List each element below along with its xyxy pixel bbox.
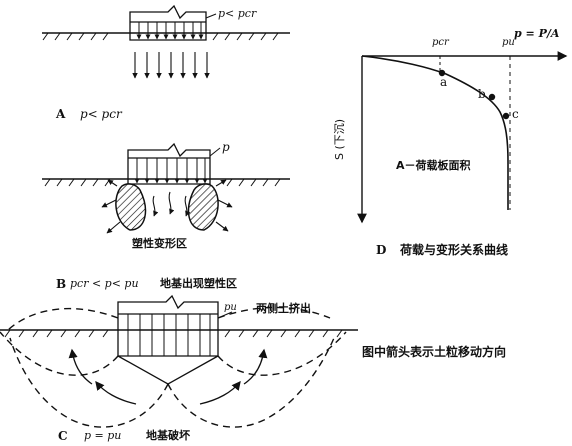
- soil-movement-arrows: [68, 348, 268, 405]
- pressure-lines: [127, 314, 211, 356]
- point-a-marker: [438, 69, 446, 77]
- pressure-arrows: [136, 22, 204, 40]
- load-settlement-curve: [361, 55, 509, 210]
- panel-c-figure: [0, 294, 358, 428]
- point-c-marker: [502, 112, 510, 120]
- ground-hatch: [4, 329, 343, 338]
- panel-d-figure: [357, 51, 568, 224]
- panel-a-letter: A: [56, 107, 66, 121]
- panel-c-load-tag: pu: [224, 302, 237, 313]
- load-plate: [127, 142, 211, 185]
- rigid-wedge: [117, 355, 219, 385]
- panel-b-caption: 地基出现塑性区: [160, 277, 237, 290]
- panel-a-load-tag: p< pcr: [218, 7, 257, 20]
- plastic-zone-left: [115, 183, 147, 231]
- x-axis-label: p = P/A: [514, 27, 560, 40]
- arrow-legend-note: 图中箭头表示土粒移动方向: [362, 345, 507, 359]
- load-plate: [129, 4, 207, 41]
- pu-label: pu: [502, 37, 515, 48]
- ground-hatch: [42, 32, 279, 41]
- panel-b-load-tag: p: [222, 140, 230, 154]
- point-c-label: c: [512, 107, 519, 121]
- point-a-label: a: [440, 75, 448, 89]
- pressure-arrows: [134, 158, 208, 184]
- ground-hatch: [44, 178, 281, 187]
- soil-movement-arrows: [101, 179, 233, 234]
- panel-c-condition: p = pu: [84, 429, 122, 442]
- point-b-marker: [488, 93, 496, 101]
- panel-c-letter: C: [58, 429, 68, 443]
- panel-b-figure: [42, 142, 290, 234]
- point-b-label: b: [478, 87, 486, 101]
- y-axis-label: S (下沉): [333, 118, 346, 160]
- soil-movement-arrows: [132, 52, 210, 79]
- load-plate: [117, 294, 219, 357]
- panel-c-caption: 地基破坏: [146, 429, 190, 442]
- panel-b-letter: B: [56, 277, 67, 291]
- panel-b-condition: pcr < p< pu: [70, 277, 139, 290]
- slip-surfaces: [0, 306, 347, 428]
- pcr-label: pcr: [432, 37, 449, 48]
- panel-a-figure: [42, 4, 290, 79]
- panel-a-caption: p< pcr: [80, 107, 122, 121]
- panel-d-letter: D: [376, 243, 387, 257]
- plastic-zone-label: 塑性变形区: [132, 237, 187, 250]
- squeeze-out-label: 两侧土挤出: [256, 302, 311, 315]
- plastic-zone-right: [187, 183, 219, 231]
- plate-area-note: A－荷载板面积: [396, 159, 471, 172]
- panel-d-caption: 荷载与变形关系曲线: [400, 243, 509, 257]
